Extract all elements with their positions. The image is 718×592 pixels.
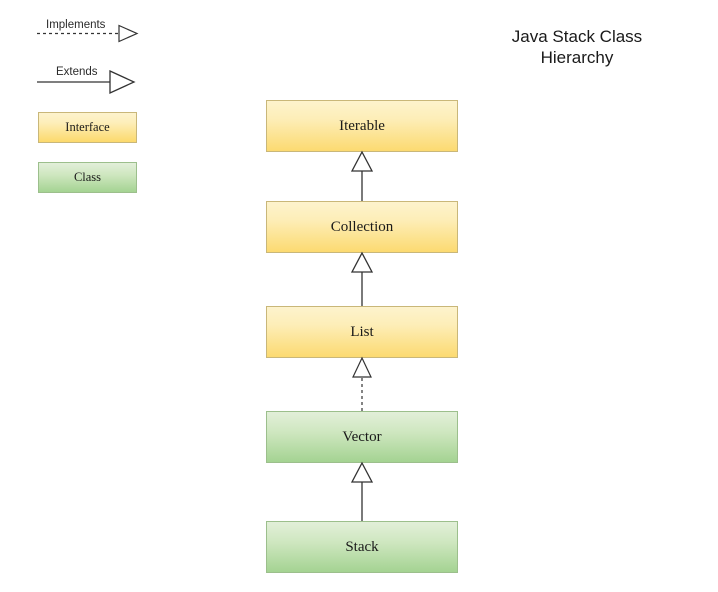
legend-swatch-class: Class xyxy=(38,162,137,193)
node-vector-label: Vector xyxy=(342,428,382,445)
edge-collection-extends-iterable xyxy=(350,150,374,201)
node-iterable-label: Iterable xyxy=(339,117,385,134)
node-collection-label: Collection xyxy=(330,218,394,235)
legend-swatch-class-label: Class xyxy=(73,170,102,184)
node-collection[interactable]: Collection xyxy=(266,201,458,253)
legend-swatch-interface: Interface xyxy=(38,112,137,143)
legend-extends-label: Extends xyxy=(56,66,98,78)
node-iterable[interactable]: Iterable xyxy=(266,100,458,152)
edge-stack-extends-vector xyxy=(350,461,374,521)
node-stack-label: Stack xyxy=(345,538,379,555)
node-vector[interactable]: Vector xyxy=(266,411,458,463)
edge-list-extends-collection xyxy=(350,251,374,306)
legend-swatch-interface-label: Interface xyxy=(65,120,110,134)
edge-vector-implements-list xyxy=(352,356,372,411)
node-stack[interactable]: Stack xyxy=(266,521,458,573)
legend-implements-label: Implements xyxy=(46,19,106,31)
node-list[interactable]: List xyxy=(266,306,458,358)
page-title: Java Stack Class Hierarchy xyxy=(511,27,643,67)
node-list-label: List xyxy=(350,323,374,340)
